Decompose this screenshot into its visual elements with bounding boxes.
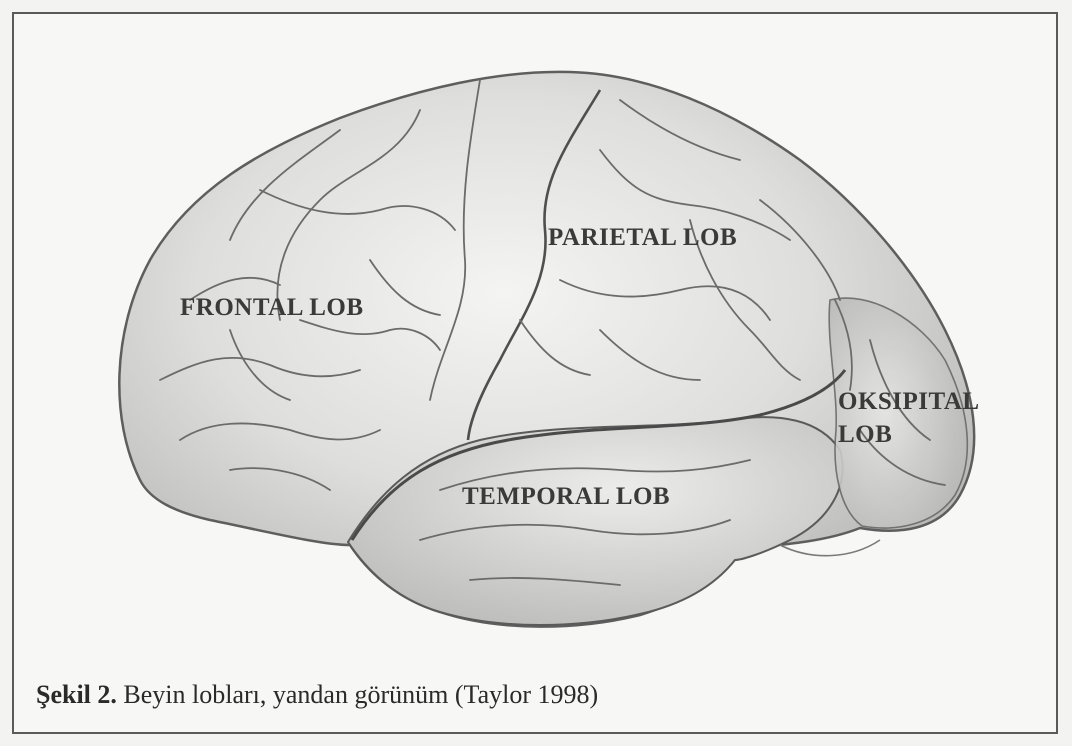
caption-text: Beyin lobları, yandan görünüm (Taylor 19… (117, 680, 598, 709)
caption-label: Şekil 2. (36, 680, 117, 709)
label-parietal-lob: PARIETAL LOB (548, 224, 737, 252)
label-oksipital-lob: OKSIPITAL LOB (838, 386, 980, 451)
figure-caption: Şekil 2. Beyin lobları, yandan görünüm (… (36, 680, 598, 710)
label-frontal-lob: FRONTAL LOB (180, 294, 364, 322)
label-temporal-lob: TEMPORAL LOB (462, 483, 670, 511)
